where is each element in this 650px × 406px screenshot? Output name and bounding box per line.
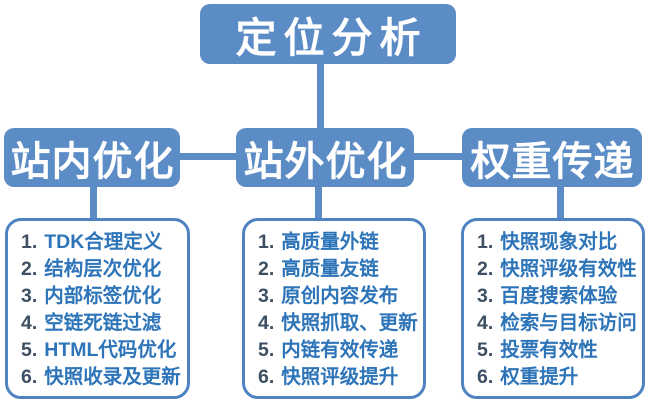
item-number: 2. <box>258 258 275 280</box>
item-number: 2. <box>21 258 38 280</box>
item-number: 2. <box>477 258 494 280</box>
item-number: 1. <box>21 231 38 253</box>
item-text: 结构层次优化 <box>44 258 162 280</box>
connector-offsite-weight <box>411 153 464 160</box>
node-positioning-analysis-label: 定位分析 <box>235 15 428 61</box>
node-offsite-optimization-label: 站外优化 <box>243 139 408 184</box>
list-item: 3. 百度搜索体验 <box>477 283 642 310</box>
connector-root-to-offsite <box>317 62 324 130</box>
item-text: 内链有效传递 <box>281 339 399 361</box>
node-onsite-optimization-label: 站内优化 <box>10 139 175 184</box>
item-number: 5. <box>21 339 38 361</box>
list-item: 2. 高质量友链 <box>258 256 423 283</box>
list-item: 5. HTML代码优化 <box>21 337 187 364</box>
list-item: 5. 内链有效传递 <box>258 337 423 364</box>
item-text: 高质量外链 <box>281 231 379 253</box>
item-number: 5. <box>477 339 494 361</box>
item-number: 6. <box>21 366 38 388</box>
list-item: 6. 权重提升 <box>477 364 642 391</box>
list-item: 2. 结构层次优化 <box>21 256 187 283</box>
connector-offsite-to-list <box>315 186 322 220</box>
node-weight-transfer-label: 权重传递 <box>470 139 635 184</box>
list-onsite-optimization: 1. TDK合理定义 2. 结构层次优化 3. 内部标签优化 4. 空链死链过滤 5. HTML代… <box>5 218 190 399</box>
node-onsite-optimization: 站内优化 <box>4 128 180 187</box>
item-number: 4. <box>21 312 38 334</box>
item-text: 快照现象对比 <box>500 231 618 253</box>
list-item: 6. 快照收录及更新 <box>21 364 187 391</box>
list-offsite-optimization: 1. 高质量外链 2. 高质量友链 3. 原创内容发布 4. 快照抓取、更新 5. 内链有效传递 6… <box>242 218 426 399</box>
item-text: 百度搜索体验 <box>500 285 618 307</box>
item-text: 快照抓取、更新 <box>281 312 418 334</box>
item-number: 4. <box>477 312 494 334</box>
list-item: 4. 快照抓取、更新 <box>258 310 423 337</box>
item-text: 空链死链过滤 <box>44 312 162 334</box>
item-number: 3. <box>21 285 38 307</box>
item-number: 4. <box>258 312 275 334</box>
list-weight-transfer: 1. 快照现象对比 2. 快照评级有效性 3. 百度搜索体验 4. 检索与目标访问 5. 投票有效… <box>461 218 645 399</box>
list-item: 3. 内部标签优化 <box>21 283 187 310</box>
list-item: 3. 原创内容发布 <box>258 283 423 310</box>
item-text: 快照收录及更新 <box>44 366 181 388</box>
item-number: 5. <box>258 339 275 361</box>
item-text: 权重提升 <box>500 366 579 388</box>
list-item: 1. 快照现象对比 <box>477 229 642 256</box>
node-weight-transfer: 权重传递 <box>462 128 642 187</box>
list-item: 6. 快照评级提升 <box>258 364 423 391</box>
list-item: 1. TDK合理定义 <box>21 229 187 256</box>
item-text: TDK合理定义 <box>44 231 163 253</box>
list-item: 1. 高质量外链 <box>258 229 423 256</box>
item-text: 内部标签优化 <box>44 285 162 307</box>
item-text: 快照评级提升 <box>281 366 399 388</box>
item-text: HTML代码优化 <box>44 339 177 361</box>
item-number: 1. <box>258 231 275 253</box>
item-number: 6. <box>258 366 275 388</box>
item-number: 3. <box>258 285 275 307</box>
item-number: 1. <box>477 231 494 253</box>
item-text: 高质量友链 <box>281 258 379 280</box>
connector-onsite-to-list <box>90 186 97 220</box>
item-text: 投票有效性 <box>500 339 598 361</box>
list-item: 2. 快照评级有效性 <box>477 256 642 283</box>
node-offsite-optimization: 站外优化 <box>236 128 414 187</box>
list-item: 5. 投票有效性 <box>477 337 642 364</box>
list-item: 4. 空链死链过滤 <box>21 310 187 337</box>
list-item: 4. 检索与目标访问 <box>477 310 642 337</box>
item-text: 快照评级有效性 <box>500 258 637 280</box>
connector-weight-to-list <box>557 186 564 220</box>
item-number: 6. <box>477 366 494 388</box>
item-text: 原创内容发布 <box>281 285 399 307</box>
node-positioning-analysis: 定位分析 <box>200 4 456 64</box>
item-text: 检索与目标访问 <box>500 312 637 334</box>
item-number: 3. <box>477 285 494 307</box>
connector-onsite-offsite <box>178 153 238 160</box>
